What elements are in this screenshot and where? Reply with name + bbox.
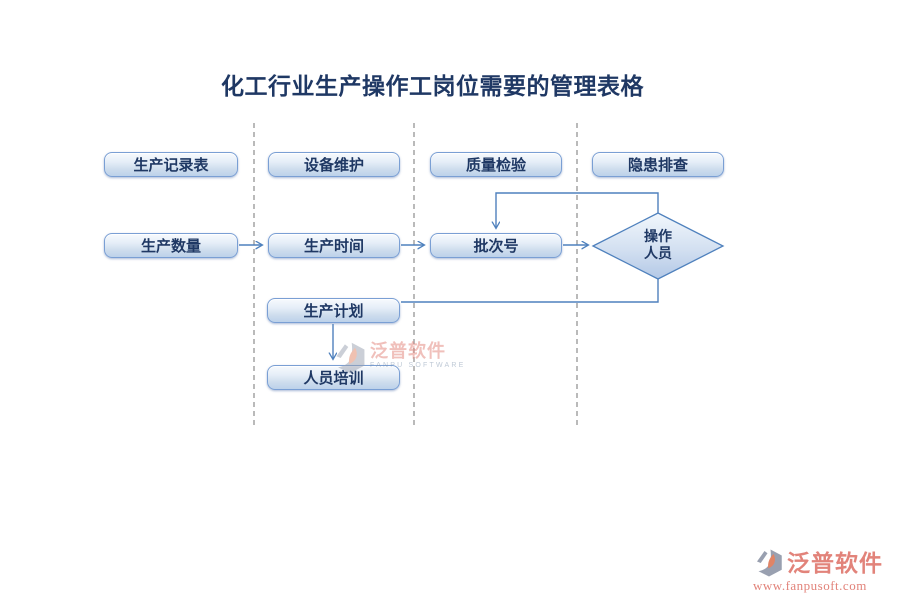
node-personnel-training-label: 人员培训 xyxy=(303,370,364,387)
node-production-time-label: 生产时间 xyxy=(303,238,364,255)
node-production-quantity-label: 生产数量 xyxy=(140,238,201,255)
connector-operator-feedback-to-batch xyxy=(496,192,659,228)
decision-operator-label: 操作 人员 xyxy=(618,228,698,262)
decision-operator-label-line1: 操作 xyxy=(644,228,672,244)
node-production-quantity: 生产数量 xyxy=(104,233,238,258)
node-equipment-maintenance: 设备维护 xyxy=(268,152,400,177)
node-batch-number: 批次号 xyxy=(430,233,562,258)
node-production-record: 生产记录表 xyxy=(104,152,238,177)
node-hazard-inspection-label: 隐患排查 xyxy=(627,157,688,174)
decision-operator xyxy=(591,212,725,280)
page-title: 化工行业生产操作工岗位需要的管理表格 xyxy=(221,73,644,99)
node-personnel-training: 人员培训 xyxy=(267,365,400,390)
node-batch-number-label: 批次号 xyxy=(473,238,519,255)
node-quality-inspection-label: 质量检验 xyxy=(465,157,526,174)
node-quality-inspection: 质量检验 xyxy=(430,152,562,177)
node-production-record-label: 生产记录表 xyxy=(133,157,209,174)
node-production-time: 生产时间 xyxy=(268,233,400,258)
node-equipment-maintenance-label: 设备维护 xyxy=(303,157,364,174)
node-production-plan: 生产计划 xyxy=(267,298,400,323)
node-hazard-inspection: 隐患排查 xyxy=(592,152,724,177)
connector-operator-to-plan xyxy=(401,279,659,303)
decision-operator-label-line2: 人员 xyxy=(644,245,672,261)
node-production-plan-label: 生产计划 xyxy=(303,303,364,320)
